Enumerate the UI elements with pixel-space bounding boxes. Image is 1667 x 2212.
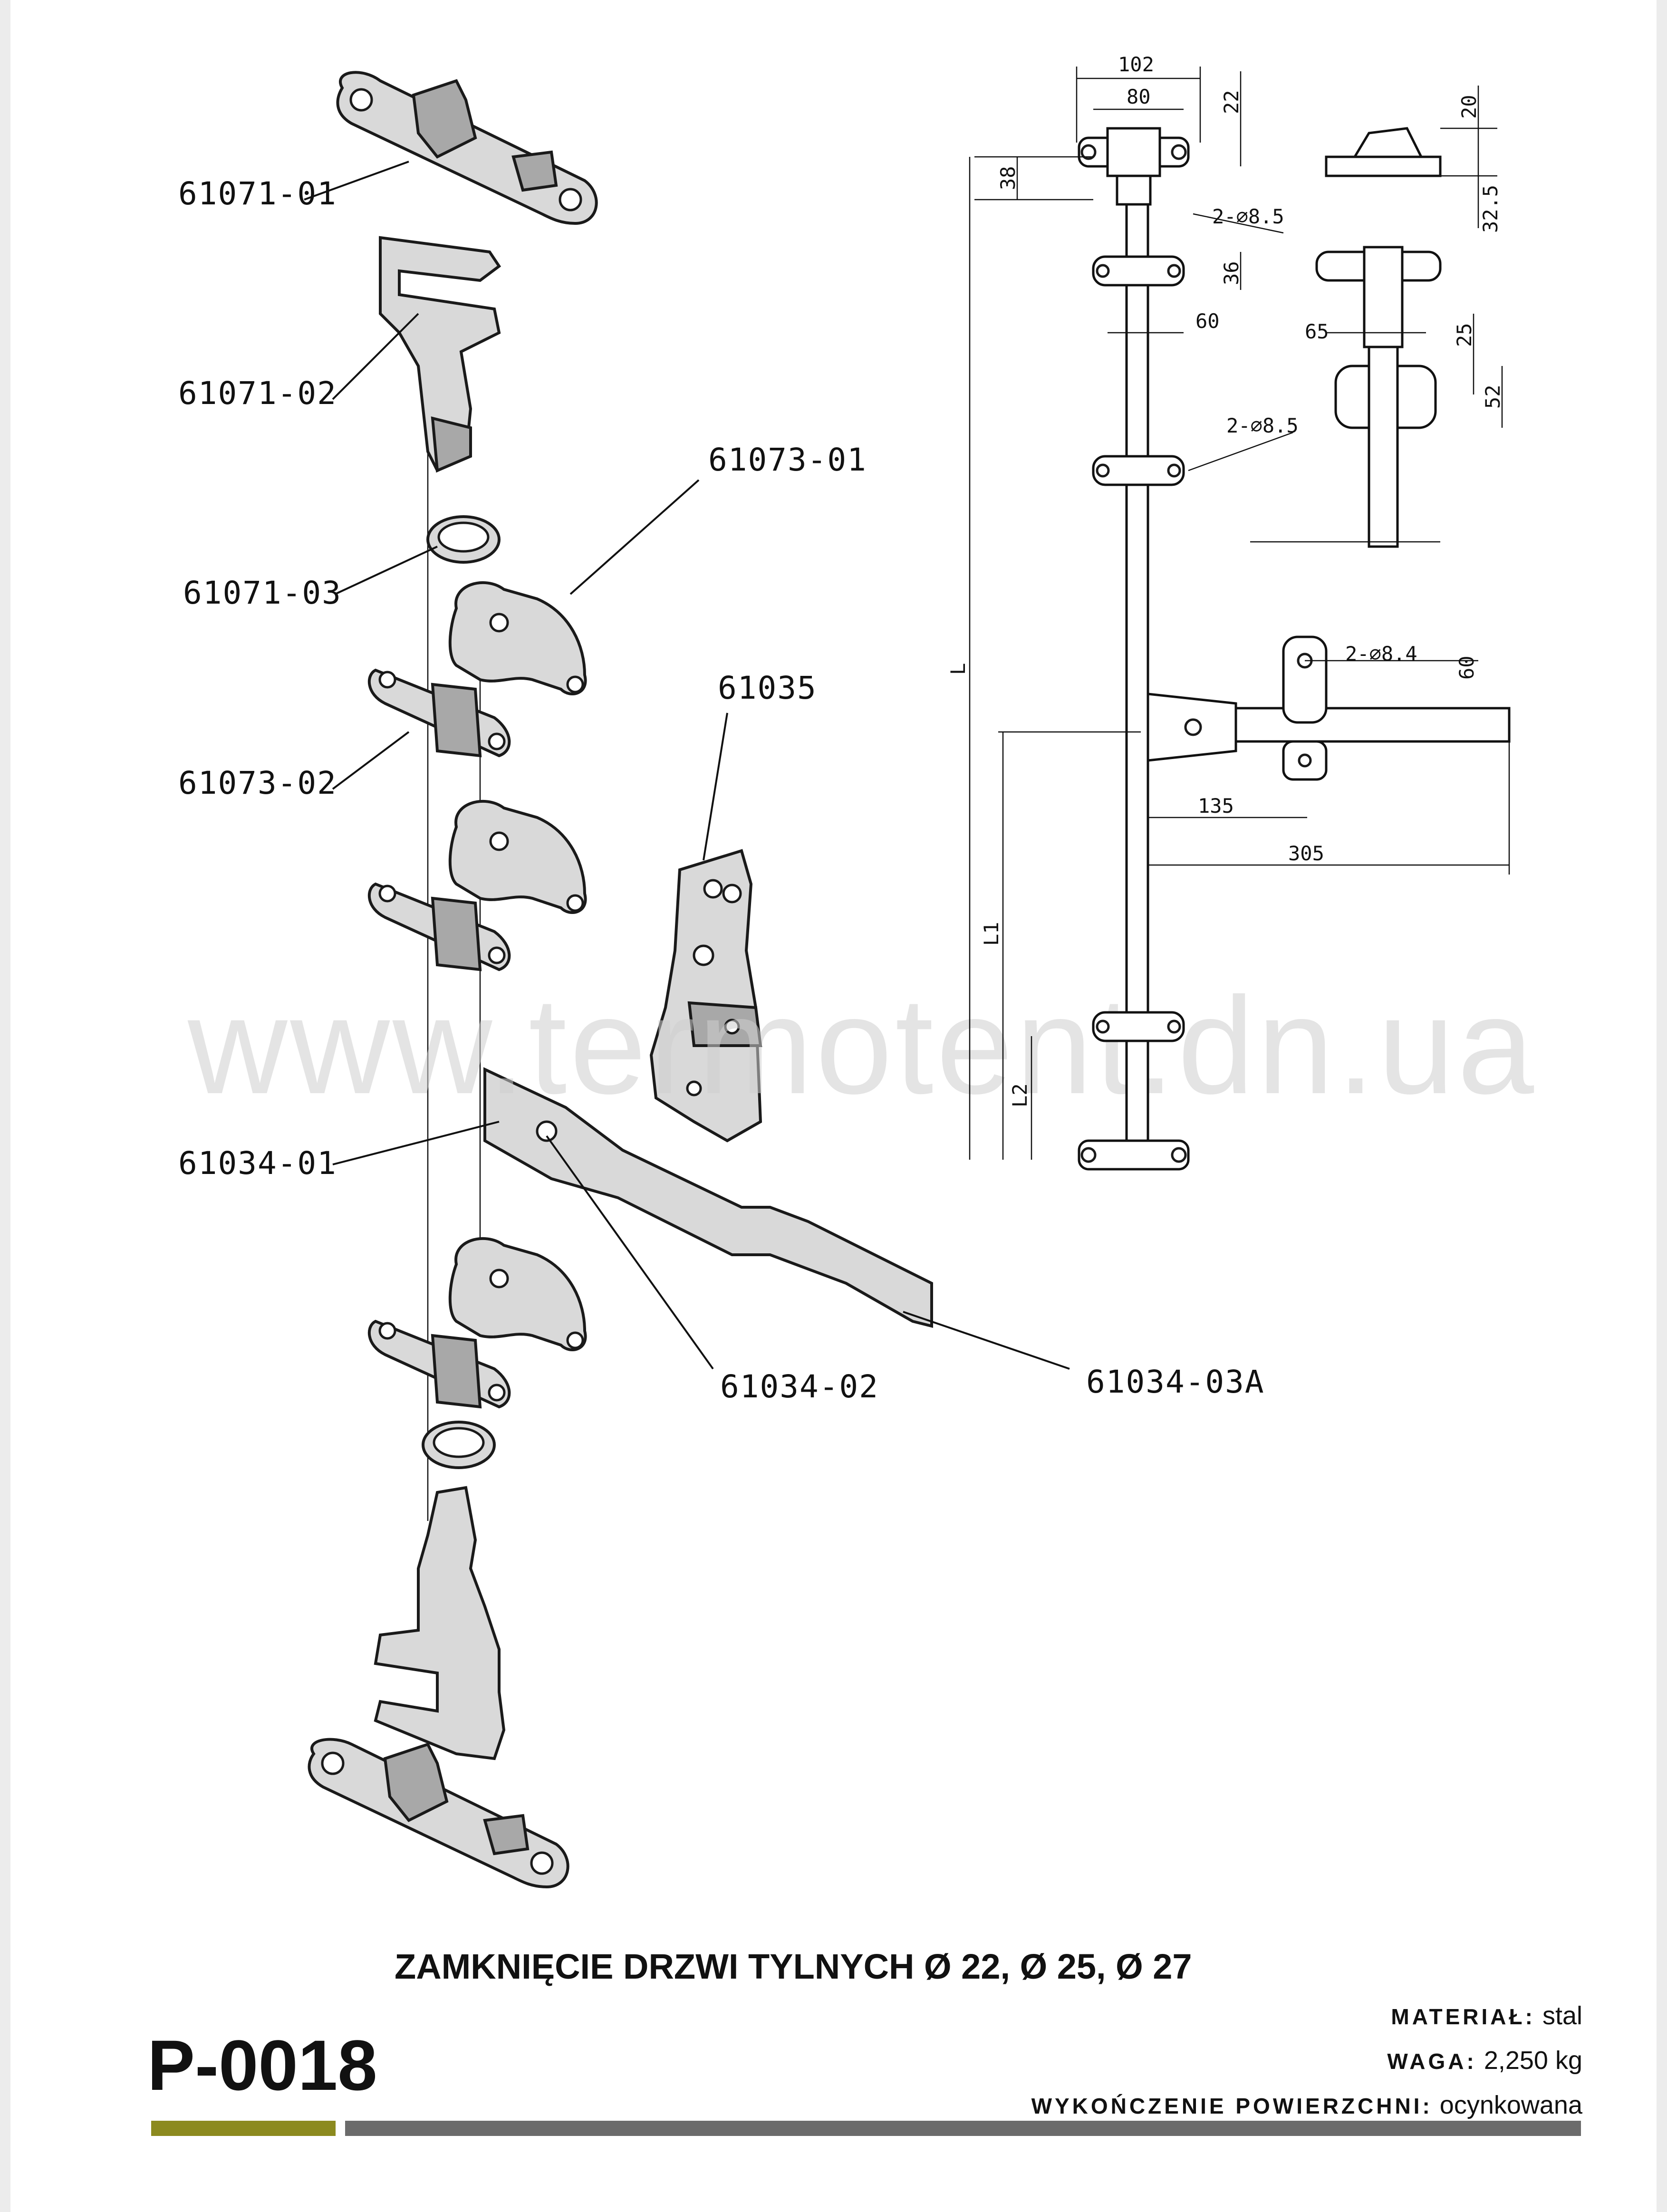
gray-bar <box>345 2121 1581 2136</box>
part-61071-01-plate-2 <box>308 1738 569 1889</box>
part-61071-03-ring-2 <box>422 1421 496 1469</box>
dim-L: L <box>946 663 970 675</box>
part-61073-02-hinge-3 <box>368 1319 511 1409</box>
spec-weight: WAGA: 2,250 kg <box>1031 2039 1582 2083</box>
spec-weight-value: 2,250 kg <box>1484 2046 1582 2075</box>
part-61071-03-ring <box>426 515 501 564</box>
leader-61035 <box>703 712 728 861</box>
spec-weight-label: WAGA: <box>1387 2049 1477 2074</box>
part-61071-02-cam <box>379 236 501 473</box>
part-61071-02-cam-2 <box>374 1486 506 1760</box>
dim-2x8-4: 2-⌀8.4 <box>1345 642 1417 665</box>
product-title: ZAMKNIĘCIE DRZWI TYLNYCH Ø 22, Ø 25, Ø 2… <box>395 1947 1192 1986</box>
label-61073-02: 61073-02 <box>178 765 337 801</box>
part-61073-01-bracket <box>448 581 587 695</box>
dim-L1: L1 <box>980 922 1003 946</box>
label-61071-03: 61071-03 <box>183 575 342 611</box>
assembly-drawing <box>969 67 1511 1171</box>
leader-61034-01 <box>332 1121 500 1165</box>
dim-60-a: 60 <box>1195 309 1220 333</box>
leader-61071-02 <box>332 313 419 400</box>
dim-80: 80 <box>1127 85 1151 108</box>
dim-38: 38 <box>996 166 1020 190</box>
label-61035: 61035 <box>718 670 817 706</box>
dim-102: 102 <box>1118 53 1154 76</box>
spec-block: MATERIAŁ: stal WAGA: 2,250 kg WYKOŃCZENI… <box>1031 1994 1582 2128</box>
product-code: P-0018 <box>147 2025 377 2105</box>
dim-135: 135 <box>1198 794 1234 817</box>
watermark: www.termotent.dn.ua <box>185 969 1537 1123</box>
dim-2x8-5-a: 2-⌀8.5 <box>1212 205 1284 228</box>
dim-2x8-5-b: 2-⌀8.5 <box>1226 414 1299 437</box>
label-61034-01: 61034-01 <box>178 1145 337 1182</box>
dim-20: 20 <box>1457 95 1481 119</box>
leader-61034-03a <box>903 1311 1070 1370</box>
spec-finish: WYKOŃCZENIE POWIERZCHNI: ocynkowana <box>1031 2083 1582 2128</box>
part-61071-01-plate <box>336 71 598 225</box>
page-frame-left <box>0 0 10 2212</box>
part-61073-02-hinge <box>368 668 511 758</box>
dim-60-b: 60 <box>1455 655 1478 680</box>
dim-22: 22 <box>1220 90 1243 114</box>
part-61035-bracket <box>649 849 762 1143</box>
spec-finish-value: ocynkowana <box>1439 2091 1582 2119</box>
spec-material: MATERIAŁ: stal <box>1031 1994 1582 2039</box>
dim-65: 65 <box>1305 320 1329 343</box>
label-61071-02: 61071-02 <box>178 375 337 412</box>
dim-L2: L2 <box>1008 1083 1031 1107</box>
accent-bar <box>151 2121 336 2136</box>
dim-32-5: 32.5 <box>1479 185 1502 233</box>
spec-material-label: MATERIAŁ: <box>1391 2004 1535 2029</box>
leader-61071-01 <box>304 161 409 201</box>
dim-305: 305 <box>1288 842 1324 865</box>
spec-material-value: stal <box>1542 2001 1582 2030</box>
label-61073-01: 61073-01 <box>708 442 867 478</box>
leader-61071-03 <box>335 546 438 595</box>
dim-25: 25 <box>1453 323 1476 347</box>
spec-finish-label: WYKOŃCZENIE POWIERZCHNI: <box>1031 2094 1433 2118</box>
page-frame-right <box>1657 0 1667 2212</box>
part-61073-01-bracket-3 <box>448 1237 587 1351</box>
label-61071-01: 61071-01 <box>178 175 337 212</box>
dim-36: 36 <box>1220 261 1243 285</box>
label-61034-02: 61034-02 <box>720 1368 879 1405</box>
leader-61034-02 <box>546 1135 714 1370</box>
dim-52: 52 <box>1481 385 1504 409</box>
leader-61073-02 <box>332 731 410 790</box>
part-61073-01-bracket-2 <box>448 800 587 914</box>
leader-61073-01 <box>569 479 700 595</box>
part-61073-02-hinge-2 <box>368 882 511 971</box>
label-61034-03a: 61034-03A <box>1086 1364 1265 1400</box>
